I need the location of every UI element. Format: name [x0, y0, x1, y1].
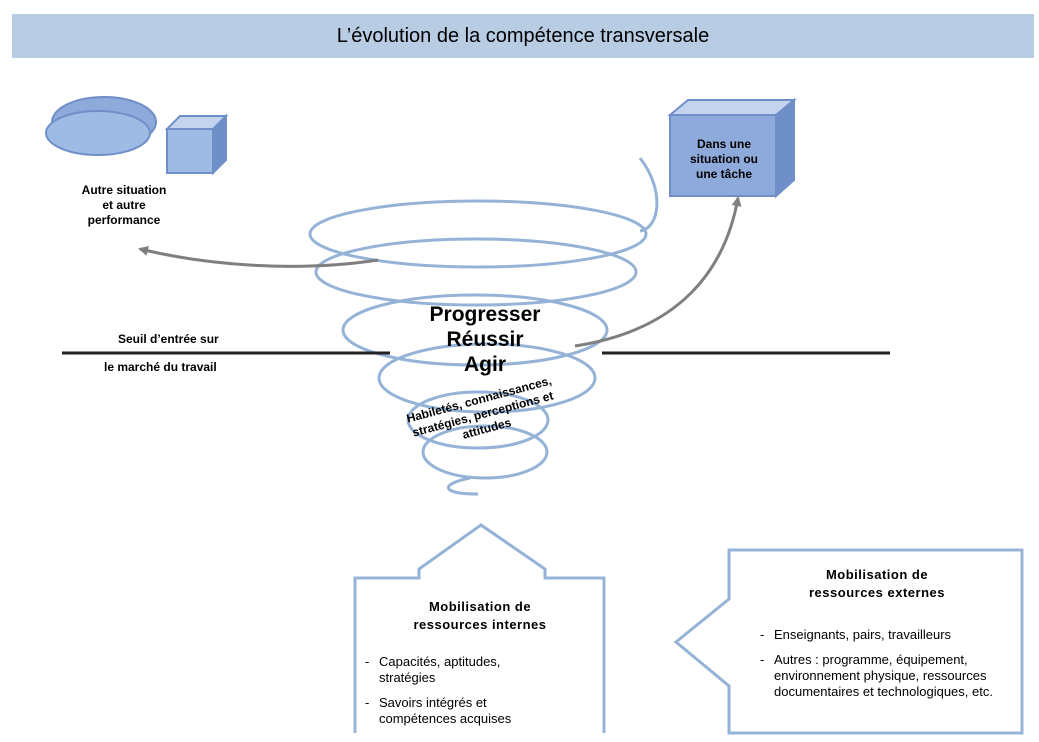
small-cube — [164, 113, 229, 176]
external-title: Mobilisation de ressources externes — [809, 567, 945, 600]
word-progresser: Progresser — [429, 303, 541, 326]
internal-title: Mobilisation de ressources internes — [413, 599, 547, 632]
diagram-title: L’évolution de la compétence transversal… — [336, 24, 710, 47]
arrow-to-task-box — [574, 196, 742, 348]
task-box-label: Dans une situation ou une tâche — [690, 137, 758, 181]
word-reussir: Réussir — [446, 328, 524, 351]
other-situation-label: Autre situation et autre performance — [81, 183, 167, 227]
threshold-label-line2: le marché du travail — [104, 360, 217, 374]
internal-list: Capacités, aptitudes, stratégies Savoirs… — [365, 654, 555, 736]
oval-shape — [45, 96, 157, 156]
external-item: Enseignants, pairs, travailleurs — [760, 627, 1015, 643]
external-item: Autres : programme, équipement, environn… — [760, 652, 1015, 700]
external-list: Enseignants, pairs, travailleurs Autres … — [760, 627, 1015, 709]
spiral — [308, 157, 659, 496]
threshold-label-line1: Seuil d’entrée sur — [118, 332, 219, 346]
internal-item: Capacités, aptitudes, stratégies — [365, 654, 555, 686]
title-banner: L’évolution de la compétence transversal… — [12, 14, 1034, 58]
arrow-to-other-situation — [138, 246, 379, 268]
task-box-cube — [667, 97, 797, 199]
word-agir: Agir — [464, 353, 506, 376]
center-words: Progresser Réussir Agir — [380, 302, 590, 377]
internal-item: Savoirs intégrés et compétences acquises — [365, 695, 555, 727]
